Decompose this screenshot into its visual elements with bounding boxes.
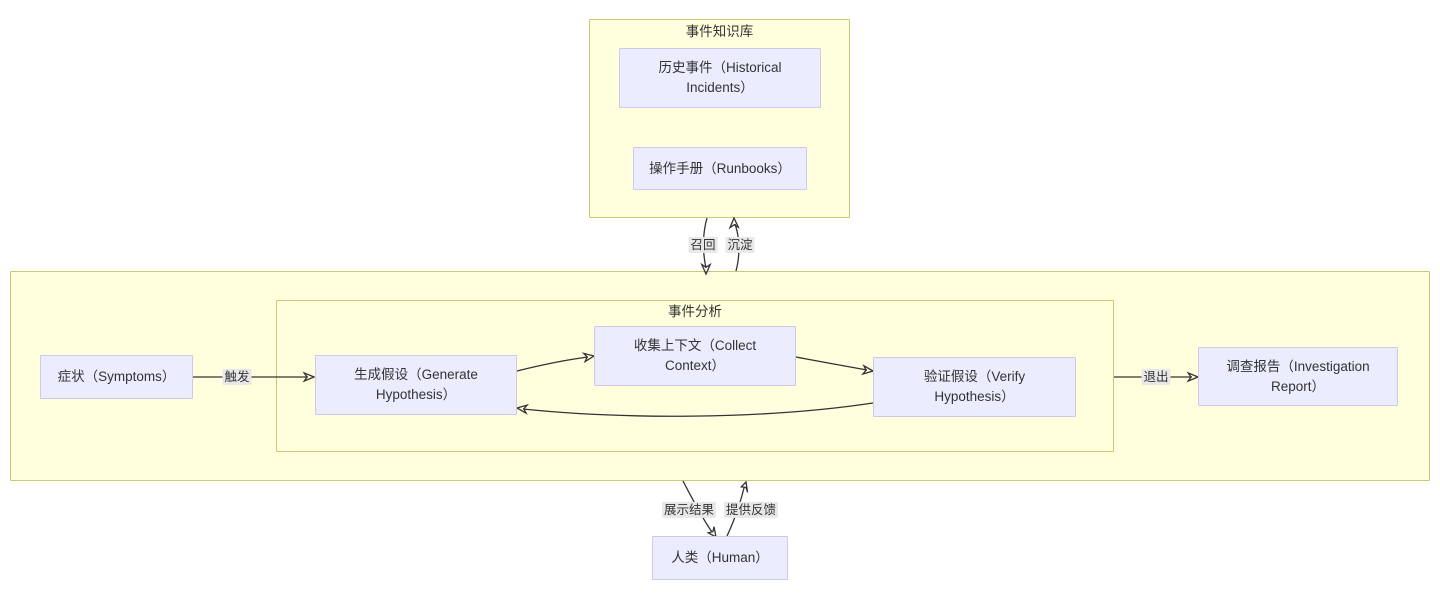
node-label-generate-hypothesis: 生成假设（Generate Hypothesis）	[354, 367, 478, 402]
node-generate-hypothesis[interactable]: 生成假设（Generate Hypothesis）	[315, 355, 517, 415]
node-collect-context[interactable]: 收集上下文（Collect Context）	[594, 326, 796, 386]
node-investigation-report[interactable]: 调查报告（Investigation Report）	[1198, 347, 1398, 406]
node-label-historical-incidents: 历史事件（Historical Incidents）	[658, 60, 782, 95]
edge-label-recall: 召回	[688, 236, 718, 254]
node-label-symptoms: 症状（Symptoms）	[57, 369, 176, 385]
node-label-verify-hypothesis: 验证假设（Verify Hypothesis）	[923, 369, 1026, 404]
edge-arrowhead-precipitate	[728, 216, 740, 230]
edge-label-trigger: 触发	[222, 368, 252, 386]
node-label-runbooks: 操作手册（Runbooks）	[649, 160, 791, 176]
node-verify-hypothesis[interactable]: 验证假设（Verify Hypothesis）	[873, 357, 1076, 417]
edge-label-give-feedback: 提供反馈	[723, 501, 779, 519]
node-label-human: 人类（Human）	[671, 550, 769, 566]
node-historical-incidents[interactable]: 历史事件（Historical Incidents）	[619, 48, 821, 108]
node-label-investigation-report: 调查报告（Investigation Report）	[1226, 358, 1370, 394]
node-human[interactable]: 人类（Human）	[652, 536, 788, 580]
cluster-title-incident-analysis: 事件分析	[668, 304, 722, 319]
node-runbooks[interactable]: 操作手册（Runbooks）	[633, 147, 807, 190]
cluster-title-knowledge-base: 事件知识库	[685, 24, 754, 39]
node-symptoms[interactable]: 症状（Symptoms）	[40, 355, 193, 399]
edge-label-precipitate: 沉淀	[725, 236, 755, 254]
edge-label-show-results: 展示结果	[661, 501, 717, 519]
node-label-collect-context: 收集上下文（Collect Context）	[633, 338, 757, 373]
edge-arrowhead-give-feedback	[739, 480, 749, 493]
edge-label-exit: 退出	[1141, 368, 1171, 386]
